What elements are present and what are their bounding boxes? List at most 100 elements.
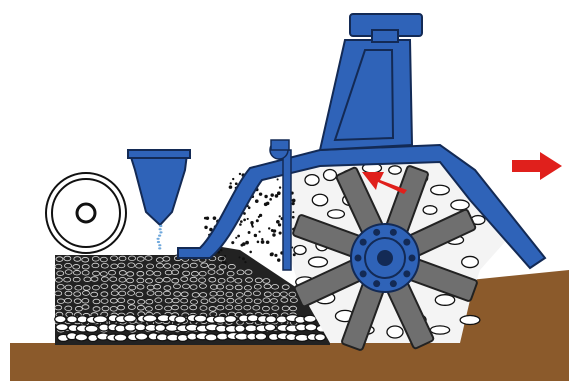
stone <box>75 334 87 341</box>
particle <box>261 238 263 240</box>
stone <box>88 334 98 341</box>
rotor-bolt <box>355 255 362 262</box>
rotor-bolt <box>403 239 410 246</box>
seed <box>159 228 162 230</box>
rotor-bolt <box>373 280 380 287</box>
stone <box>328 210 345 219</box>
stone <box>309 257 328 267</box>
stone <box>387 326 403 338</box>
particle <box>275 194 279 198</box>
particle <box>257 241 260 244</box>
seed <box>159 225 162 227</box>
stone <box>85 325 98 332</box>
particle <box>239 223 242 226</box>
particle <box>242 257 245 260</box>
particle <box>231 241 234 244</box>
particle <box>277 178 279 180</box>
particle <box>276 220 280 224</box>
particle <box>264 195 267 198</box>
particle <box>235 182 238 185</box>
particle <box>248 231 251 234</box>
particle <box>274 254 277 257</box>
stone <box>265 324 276 331</box>
particle <box>213 216 217 220</box>
particle <box>239 256 241 258</box>
particle <box>277 258 280 261</box>
particle <box>268 227 270 229</box>
stone <box>177 334 188 341</box>
stone <box>56 324 68 331</box>
particle <box>256 219 259 222</box>
stone <box>462 256 479 267</box>
seed <box>158 247 161 249</box>
particle <box>254 234 257 237</box>
stone <box>431 185 450 195</box>
particle <box>252 225 254 227</box>
stone <box>245 325 257 332</box>
stone <box>324 170 337 181</box>
stone <box>175 316 186 323</box>
seed <box>156 238 159 240</box>
seed <box>158 244 161 246</box>
particle <box>293 253 296 256</box>
stone <box>294 245 306 254</box>
particle <box>272 233 275 236</box>
stone <box>135 333 147 340</box>
stone <box>247 315 258 322</box>
seed <box>157 241 160 243</box>
seed-hopper <box>128 150 190 225</box>
particle <box>292 199 296 203</box>
particle <box>292 211 294 213</box>
particle <box>279 215 281 217</box>
right-arrow <box>512 152 562 180</box>
stone <box>155 324 165 331</box>
stone <box>451 200 469 210</box>
stone <box>266 316 277 323</box>
packer-roller <box>46 173 126 253</box>
particle <box>271 252 274 255</box>
rotor-axle <box>377 250 393 266</box>
stone <box>205 334 217 341</box>
particle <box>230 182 232 184</box>
particle <box>242 242 246 246</box>
seed <box>159 231 162 233</box>
particle <box>249 251 252 254</box>
particle <box>273 230 275 232</box>
particle <box>291 202 294 205</box>
falling-seeds <box>156 225 162 250</box>
stone <box>312 194 327 206</box>
stone <box>194 315 207 322</box>
stone <box>124 315 136 322</box>
stone <box>435 295 454 306</box>
particle <box>222 257 225 260</box>
stone <box>255 333 266 340</box>
particle <box>270 193 273 196</box>
stone <box>305 324 317 331</box>
particle <box>266 240 270 244</box>
seed <box>158 235 161 237</box>
tower-mast <box>320 14 422 150</box>
rotor-bolt <box>373 229 380 236</box>
particle <box>292 216 295 219</box>
rotor-bolt <box>360 270 367 277</box>
stone-clods <box>55 315 329 342</box>
stone <box>305 175 319 186</box>
particle <box>278 223 281 226</box>
stone <box>304 315 316 322</box>
particle <box>243 219 246 222</box>
particle <box>269 198 272 201</box>
particle <box>224 255 226 257</box>
stone <box>135 324 146 331</box>
particle <box>258 216 260 218</box>
rotor-bolt <box>403 270 410 277</box>
seed-coulter <box>270 140 291 270</box>
particle <box>279 186 281 188</box>
stone <box>114 334 127 341</box>
particle <box>237 235 240 238</box>
particle <box>258 231 260 233</box>
stone <box>235 325 245 332</box>
particle <box>264 202 268 206</box>
particle <box>222 261 225 264</box>
